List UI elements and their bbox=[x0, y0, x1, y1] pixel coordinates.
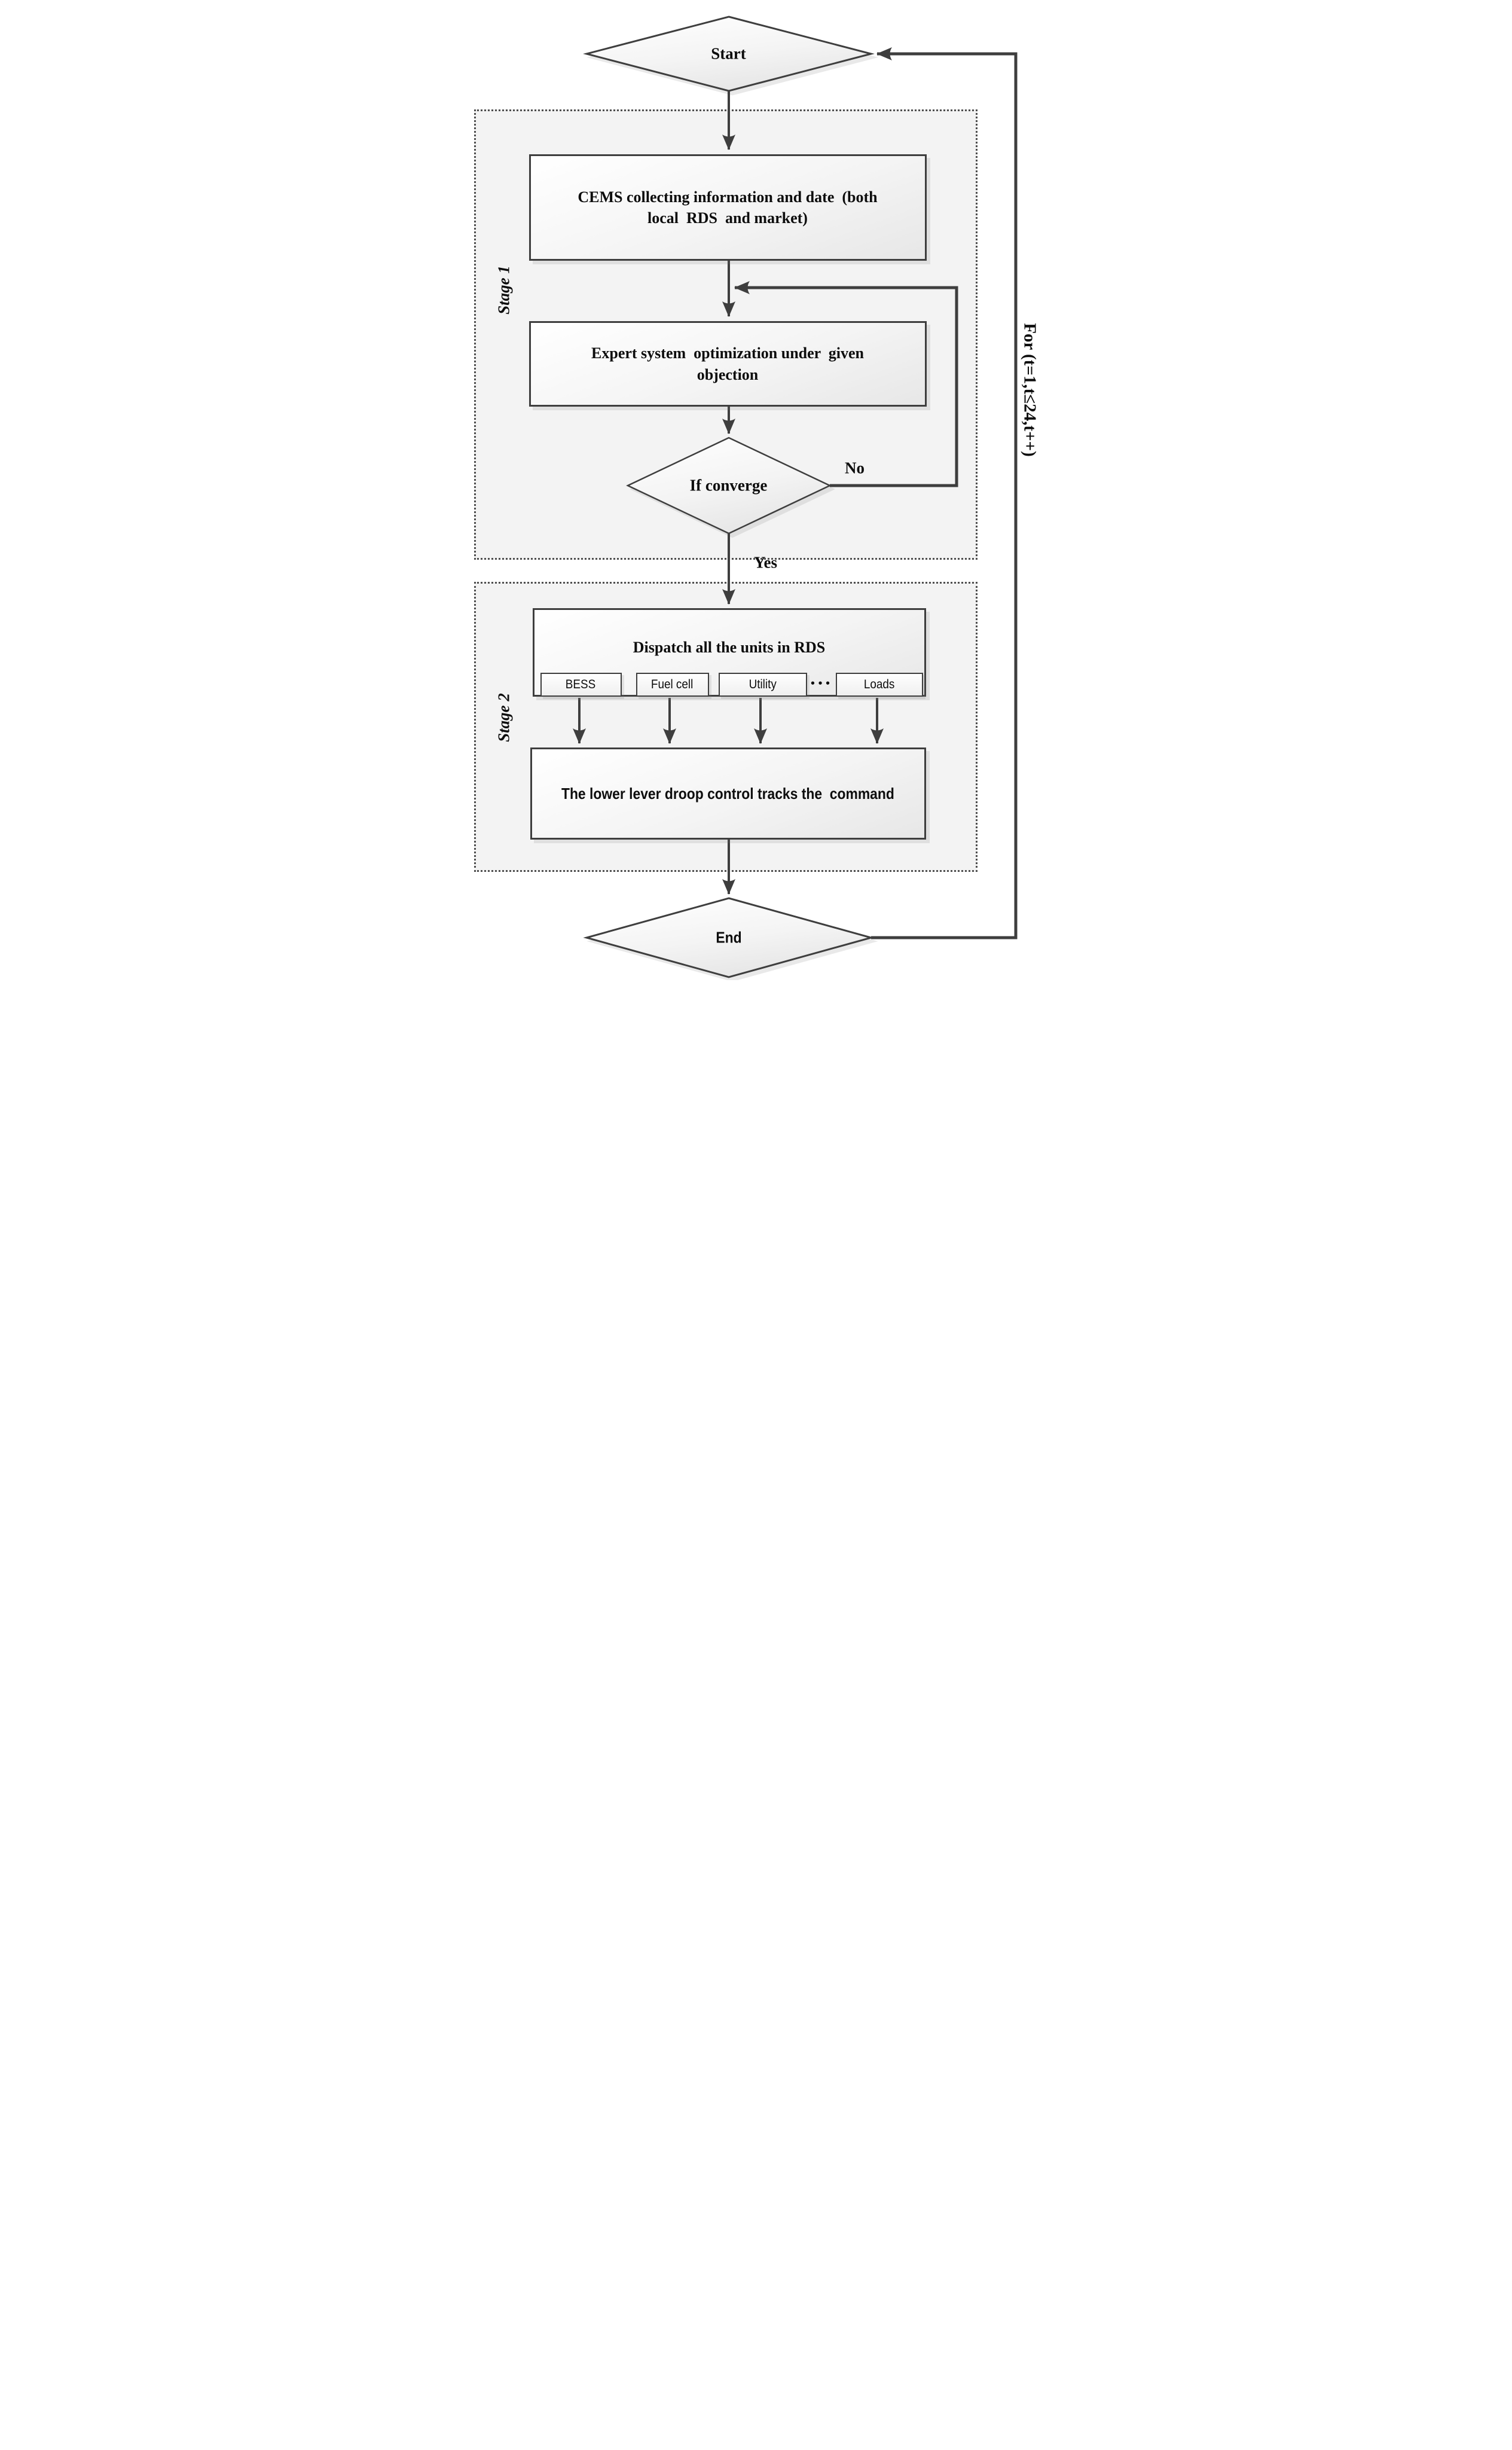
converge-decision-label: If converge bbox=[689, 476, 768, 495]
unit-label-loads: Loads bbox=[863, 678, 895, 691]
connector-layer bbox=[572, 16, 1017, 978]
unit-label-utility: Utility bbox=[749, 678, 777, 691]
unit-label-bess: BESS bbox=[566, 678, 596, 691]
expert-process-box: Expert system optimization under given o… bbox=[529, 321, 927, 407]
unit-box-loads: Loads bbox=[835, 673, 923, 697]
start-label: Start bbox=[711, 44, 746, 63]
cems-process-label: CEMS collecting information and date (bo… bbox=[578, 188, 878, 227]
unit-label-fuel-cell: Fuel cell bbox=[651, 678, 694, 691]
expert-process-label: Expert system optimization under given o… bbox=[591, 344, 864, 383]
droop-process-label: The lower lever droop control tracks the… bbox=[561, 784, 894, 803]
droop-process-box: The lower lever droop control tracks the… bbox=[530, 747, 926, 840]
stage1-label: Stage 1 bbox=[494, 266, 512, 315]
cems-process-box: CEMS collecting information and date (bo… bbox=[529, 154, 927, 261]
dispatch-title: Dispatch all the units in RDS bbox=[633, 639, 826, 656]
end-label: End bbox=[715, 928, 742, 947]
unit-box-bess: BESS bbox=[540, 673, 622, 697]
dispatch-process-box: Dispatch all the units in RDS BESS Fuel … bbox=[532, 608, 926, 697]
stage2-label: Stage 2 bbox=[494, 693, 512, 742]
units-ellipsis: ••• bbox=[810, 678, 833, 689]
flowchart-canvas: CEMS collecting information and date (bo… bbox=[453, 0, 1059, 980]
yes-branch-label: Yes bbox=[754, 553, 777, 572]
unit-box-fuel-cell: Fuel cell bbox=[636, 673, 709, 697]
arrow-for-loop-end-to-start bbox=[870, 47, 1017, 939]
arrow-no-loop bbox=[734, 281, 958, 487]
for-loop-label: For (t=1,t≤24,t++) bbox=[1020, 323, 1039, 457]
unit-box-utility: Utility bbox=[718, 673, 807, 697]
end-diamond bbox=[582, 897, 875, 978]
no-branch-label: No bbox=[845, 459, 865, 477]
